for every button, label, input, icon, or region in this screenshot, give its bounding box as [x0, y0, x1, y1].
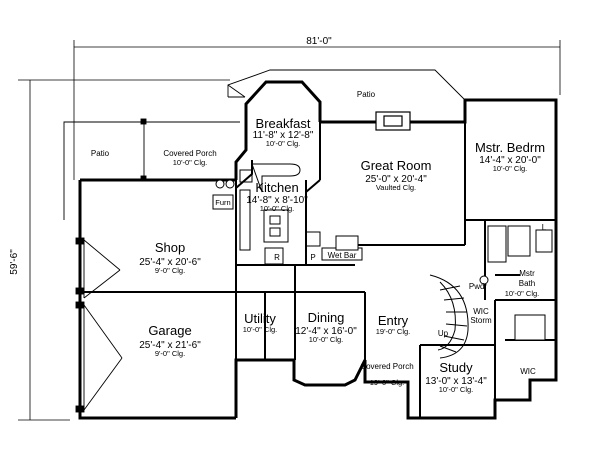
overall-depth-label: 59'-6"	[9, 249, 20, 275]
wet-bar	[321, 235, 363, 261]
shop-size: 25'-4" x 20'-6"	[139, 257, 201, 268]
garage-room: Garage 25'-4" x 21'-6" 9'-0" Clg.	[139, 323, 201, 358]
dining-name: Dining	[308, 310, 345, 325]
shop-room: Shop 25'-4" x 20'-6" 9'-0" Clg.	[139, 240, 201, 275]
garage-ceiling: 9'-0" Clg.	[155, 349, 185, 358]
wic-storage-label-1: WIC	[473, 307, 489, 316]
furnace-label: Furn	[215, 198, 230, 207]
dining-ceiling: 10'-0" Clg.	[309, 335, 344, 344]
pantry-label: P	[310, 253, 315, 262]
breakfast-size: 11'-8" x 12'-8"	[253, 130, 314, 141]
master-bath-room: Mstr Bath 10'-0" Clg.	[505, 269, 540, 298]
kitchen-ceiling: 10'-0" Clg.	[260, 204, 295, 213]
wic-storage-label-2: Storm	[470, 316, 492, 325]
overall-width-label: 81'-0"	[306, 36, 332, 47]
shop-ceiling: 9'-0" Clg.	[155, 266, 185, 275]
garage-name: Garage	[148, 323, 191, 338]
master-bedroom: Mstr. Bedrm 14'-4" x 20'-0" 10'-0" Clg.	[475, 140, 545, 173]
great-room: Great Room 25'-0" x 20'-4" Vaulted Clg.	[361, 158, 432, 192]
powder-room-label: Pwdr	[469, 282, 488, 291]
great-room-ceiling: Vaulted Clg.	[376, 183, 416, 192]
fireplace	[375, 111, 411, 131]
interior-walls	[80, 122, 556, 418]
linen-label: L	[542, 223, 547, 232]
master-bedroom-name: Mstr. Bedrm	[475, 140, 545, 155]
staircase	[429, 274, 469, 359]
kitchen-size: 14'-8" x 8'-10"	[246, 195, 308, 206]
kitchen-name: Kitchen	[255, 180, 298, 195]
utility-ceiling: 10'-0" Clg.	[243, 325, 278, 334]
dining-room: Dining 12'-4" x 16'-0" 10'-0" Clg.	[295, 310, 357, 344]
garage-doors	[75, 237, 123, 413]
utility-room: Utility 10'-0" Clg.	[243, 311, 278, 334]
patio-top-label: Patio	[357, 90, 376, 99]
breakfast-ceiling: 10'-0" Clg.	[266, 139, 301, 148]
breakfast-name: Breakfast	[256, 116, 311, 131]
entry-ceiling: 19'-0" Clg.	[376, 327, 411, 336]
wic-label: WIC	[520, 367, 536, 376]
study-ceiling: 10'-0" Clg.	[439, 385, 474, 394]
study-room: Study 13'-0" x 13'-4" 10'-0" Clg.	[425, 360, 487, 394]
exterior-walls	[78, 80, 558, 420]
study-size: 13'-0" x 13'-4"	[425, 376, 487, 387]
dimension-lines	[18, 40, 561, 421]
wet-bar-label: Wet Bar	[328, 251, 357, 260]
utility-name: Utility	[244, 311, 276, 326]
patio-left-label: Patio	[91, 149, 110, 158]
kitchen-counters	[239, 163, 321, 265]
great-room-size: 25'-0" x 20'-4"	[365, 174, 427, 185]
master-bedroom-ceiling: 10'-0" Clg.	[493, 164, 528, 173]
patio-outline	[227, 69, 466, 101]
covered-porch-back-label: Covered Porch	[163, 149, 216, 158]
breakfast-room: Breakfast 11'-8" x 12'-8" 10'-0" Clg.	[253, 116, 314, 148]
covered-porch-front-ceiling: 19'-0" Clg.	[370, 378, 405, 387]
master-bath-ceiling: 10'-0" Clg.	[505, 289, 540, 298]
fridge-label: R	[274, 253, 280, 262]
front-covered-porch: Covered Porch 19'-0" Clg.	[360, 362, 413, 387]
master-bath-name-2: Bath	[519, 279, 535, 288]
furnace	[212, 179, 235, 210]
great-room-name: Great Room	[361, 158, 432, 173]
shop-name: Shop	[155, 240, 185, 255]
kitchen-room: Kitchen 14'-8" x 8'-10" 10'-0" Clg.	[246, 180, 308, 213]
covered-porch-back-ceiling: 10'-0" Clg.	[173, 158, 208, 167]
garage-size: 25'-4" x 21'-6"	[139, 340, 201, 351]
covered-porch-front-name: Covered Porch	[360, 362, 413, 371]
master-bedroom-size: 14'-4" x 20'-0"	[479, 155, 541, 166]
stair-up-label: Up	[438, 329, 449, 338]
entry-room: Entry 19'-0" Clg.	[376, 313, 411, 336]
study-name: Study	[439, 360, 473, 375]
dining-size: 12'-4" x 16'-0"	[295, 326, 357, 337]
master-bath-name-1: Mstr	[519, 269, 535, 278]
bath-fixtures	[479, 225, 553, 341]
entry-name: Entry	[378, 313, 409, 328]
